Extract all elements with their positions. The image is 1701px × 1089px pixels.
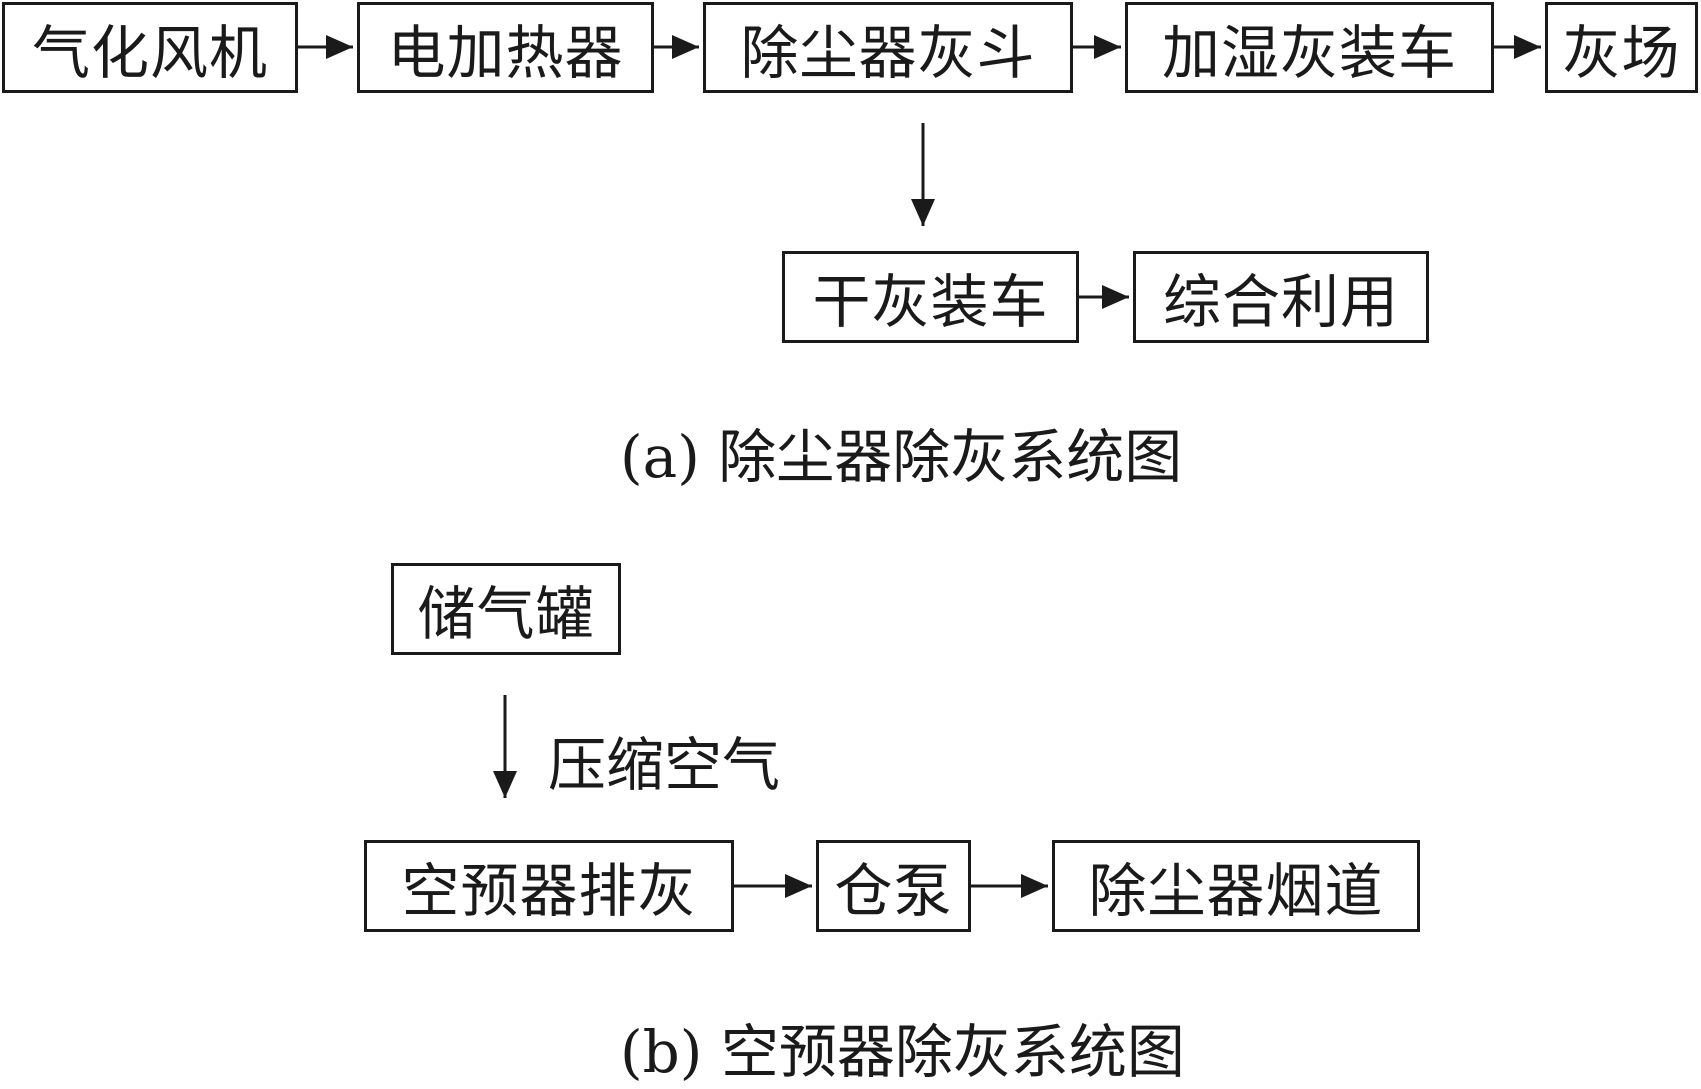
node-tank: 储气罐 <box>391 563 621 655</box>
node-flue: 除尘器烟道 <box>1052 840 1420 932</box>
node-hopper-label: 除尘器灰斗 <box>740 18 1036 87</box>
node-wet-truck-label: 加湿灰装车 <box>1161 18 1457 87</box>
node-hopper: 除尘器灰斗 <box>703 2 1073 93</box>
node-utilization-label: 综合利用 <box>1162 268 1399 336</box>
caption-b: (b) 空预器除灰系统图 <box>620 1018 1185 1086</box>
node-heater-label: 电加热器 <box>387 18 624 87</box>
node-fan-label: 气化风机 <box>31 18 268 87</box>
node-heater: 电加热器 <box>357 2 654 93</box>
node-pump: 仓泵 <box>816 840 971 932</box>
node-ash-yard: 灰场 <box>1545 2 1698 93</box>
node-dry-truck: 干灰装车 <box>782 251 1079 343</box>
node-wet-truck: 加湿灰装车 <box>1125 2 1494 93</box>
node-dry-truck-label: 干灰装车 <box>812 268 1049 336</box>
node-fan: 气化风机 <box>2 2 298 93</box>
node-preheater-label: 空预器排灰 <box>401 857 697 925</box>
node-pump-label: 仓泵 <box>834 857 953 925</box>
edge-label-compressed-air: 压缩空气 <box>548 731 781 799</box>
caption-a: (a) 除尘器除灰系统图 <box>620 423 1183 491</box>
node-flue-label: 除尘器烟道 <box>1088 857 1384 925</box>
node-utilization: 综合利用 <box>1133 251 1429 343</box>
node-ash-yard-label: 灰场 <box>1562 18 1681 87</box>
node-preheater: 空预器排灰 <box>364 840 734 932</box>
node-tank-label: 储气罐 <box>417 580 595 648</box>
